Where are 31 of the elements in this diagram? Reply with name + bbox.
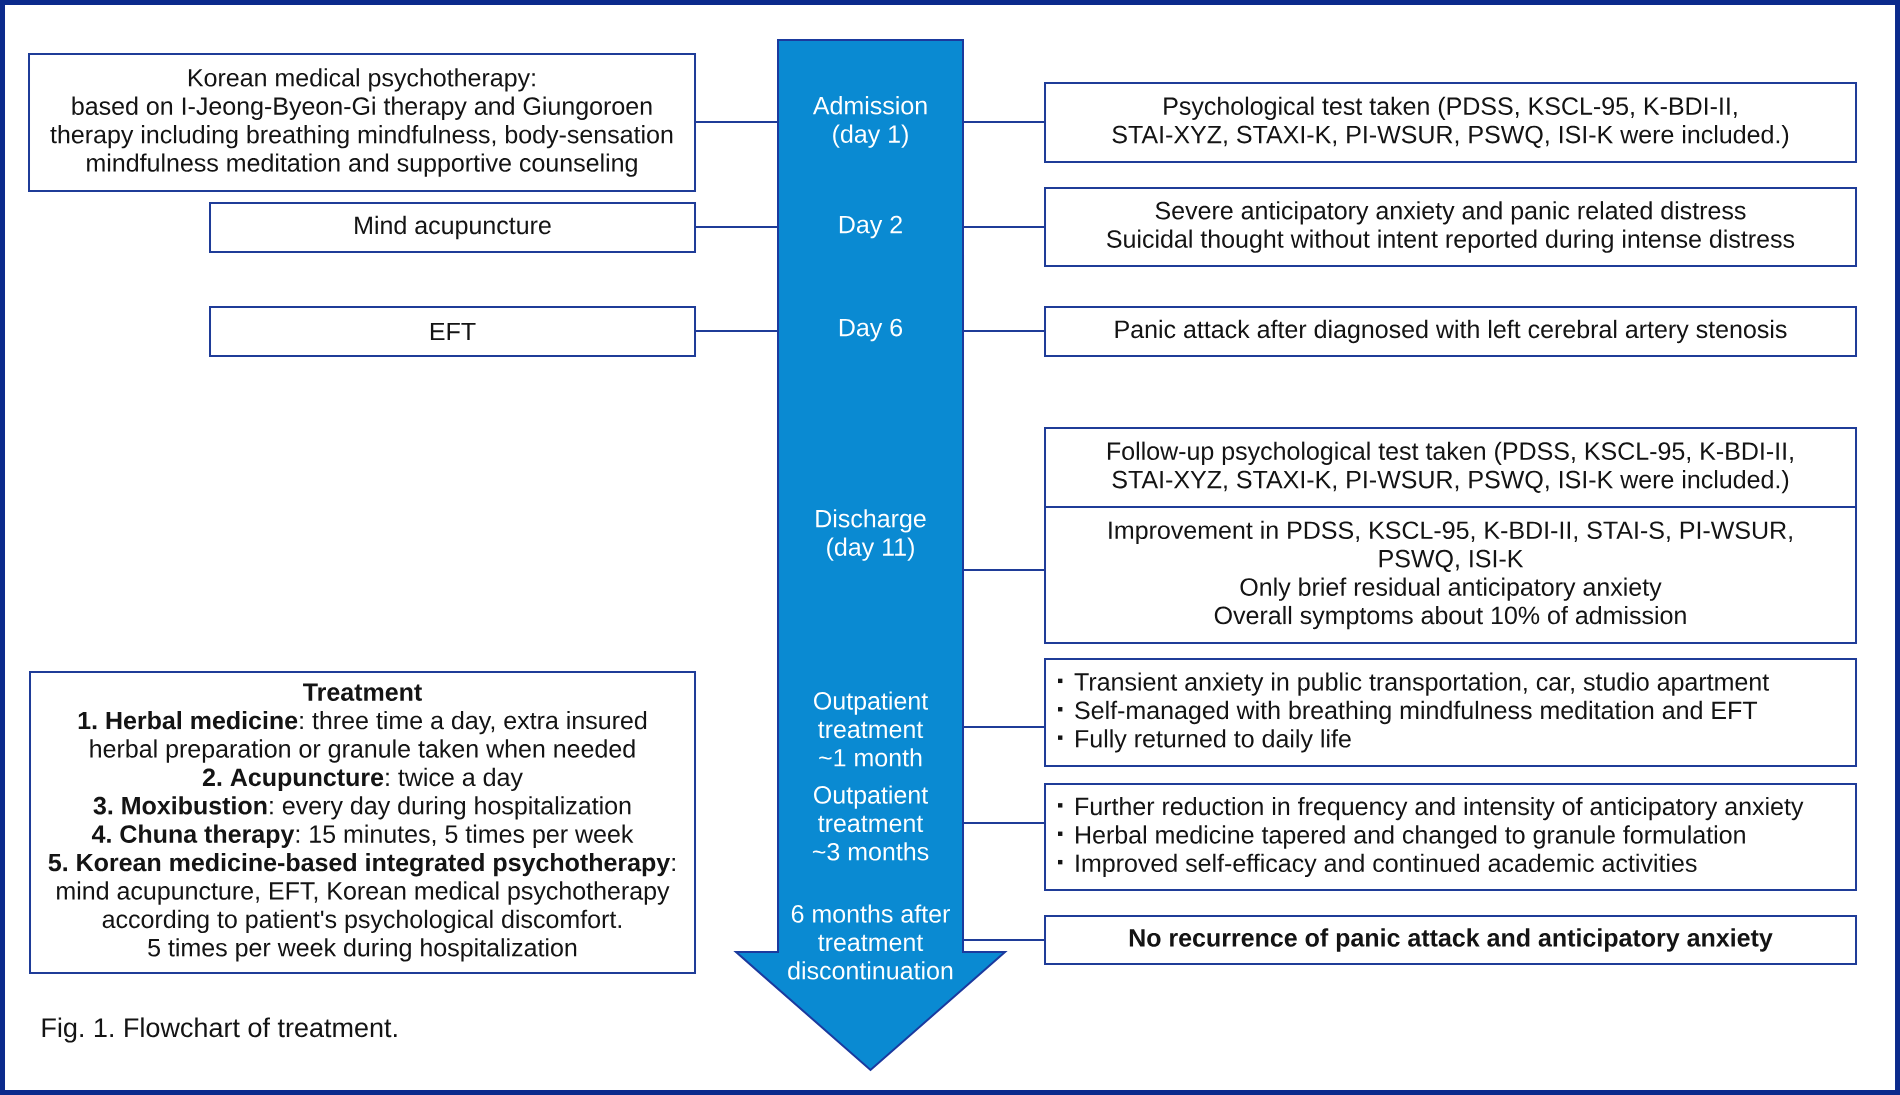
stage-label: Day 6 xyxy=(839,318,903,342)
connector-line xyxy=(962,226,1045,228)
stage-label: Outpatient treatment ~1 month xyxy=(814,691,928,767)
text-box: Psychological test taken (PDSS, KSCL-95, K-BDI-II, STAI-XYZ, STAXI-K, PI-WSUR, PSWQ, ISI-K were included.) xyxy=(1044,82,1857,163)
text-box: Treatment 1. Herbal medicine: three time a day, extra insured herbal preparation or granule taken when needed 2. Acupuncture: twice a day 3. Moxibustion: every day during hospitalization 4. Chuna therapy: 15 minutes, 5 times per week 5. Korean medicine-based integrated psychotherapy: mind acupuncture, EFT, Korean medical psychotherapy according to patient's psychological discomfort. 5 times per week during hospitalization xyxy=(29,671,696,974)
text-box: Further reduction in frequency and intensity of anticipatory anxiety Herbal medicine tapered and changed to granule formulation Improved self-efficacy and continued academic activities xyxy=(1044,783,1857,891)
text-box: Improvement in PDSS, KSCL-95, K-BDI-II, STAI-S, PI-WSUR, PSWQ, ISI-K Only brief residual anticipatory anxiety Overall symptoms about 10% of admission xyxy=(1044,506,1857,644)
stage-label: Day 2 xyxy=(839,215,902,239)
text-box: No recurrence of panic attack and anticipatory anxiety xyxy=(1044,915,1857,965)
stage-label: Admission (day 1) xyxy=(812,96,927,148)
text-box: EFT xyxy=(209,306,696,357)
stage-label: Discharge (day 11) xyxy=(816,509,926,561)
connector-line xyxy=(962,822,1045,824)
connector-line xyxy=(695,121,779,123)
text-box: Transient anxiety in public transportation, car, studio apartment Self-managed with breathing mindfulness meditation and EFT Fully returned to daily life xyxy=(1044,658,1857,767)
connector-line xyxy=(962,726,1045,728)
connector-line xyxy=(695,330,779,332)
connector-line xyxy=(962,330,1045,332)
text-box: Mind acupuncture xyxy=(209,202,696,253)
text-box: Follow-up psychological test taken (PDSS, KSCL-95, K-BDI-II, STAI-XYZ, STAXI-K, PI-WSUR, PSWQ, ISI-K were included.) xyxy=(1044,427,1857,508)
connector-line xyxy=(962,569,1045,571)
connector-line xyxy=(695,226,779,228)
text-box: Severe anticipatory anxiety and panic related distress Suicidal thought without intent reported during intense distress xyxy=(1044,187,1857,267)
stage-label: Outpatient treatment ~3 months xyxy=(812,785,929,861)
connector-line xyxy=(962,939,1045,941)
connector-line xyxy=(962,121,1045,123)
stage-label: 6 months after treatment discontinuation xyxy=(788,904,953,980)
timeline-arrow xyxy=(733,39,1008,1072)
text-box: Korean medical psychotherapy: based on I-Jeong-Byeon-Gi therapy and Giungoroen therapy including breathing mindfulness, body-sensation mindfulness meditation and supportive counseling xyxy=(28,53,696,192)
figure-caption: Fig. 1. Flowchart of treatment. xyxy=(42,1017,397,1043)
text-box: Panic attack after diagnosed with left cerebral artery stenosis xyxy=(1044,306,1857,357)
